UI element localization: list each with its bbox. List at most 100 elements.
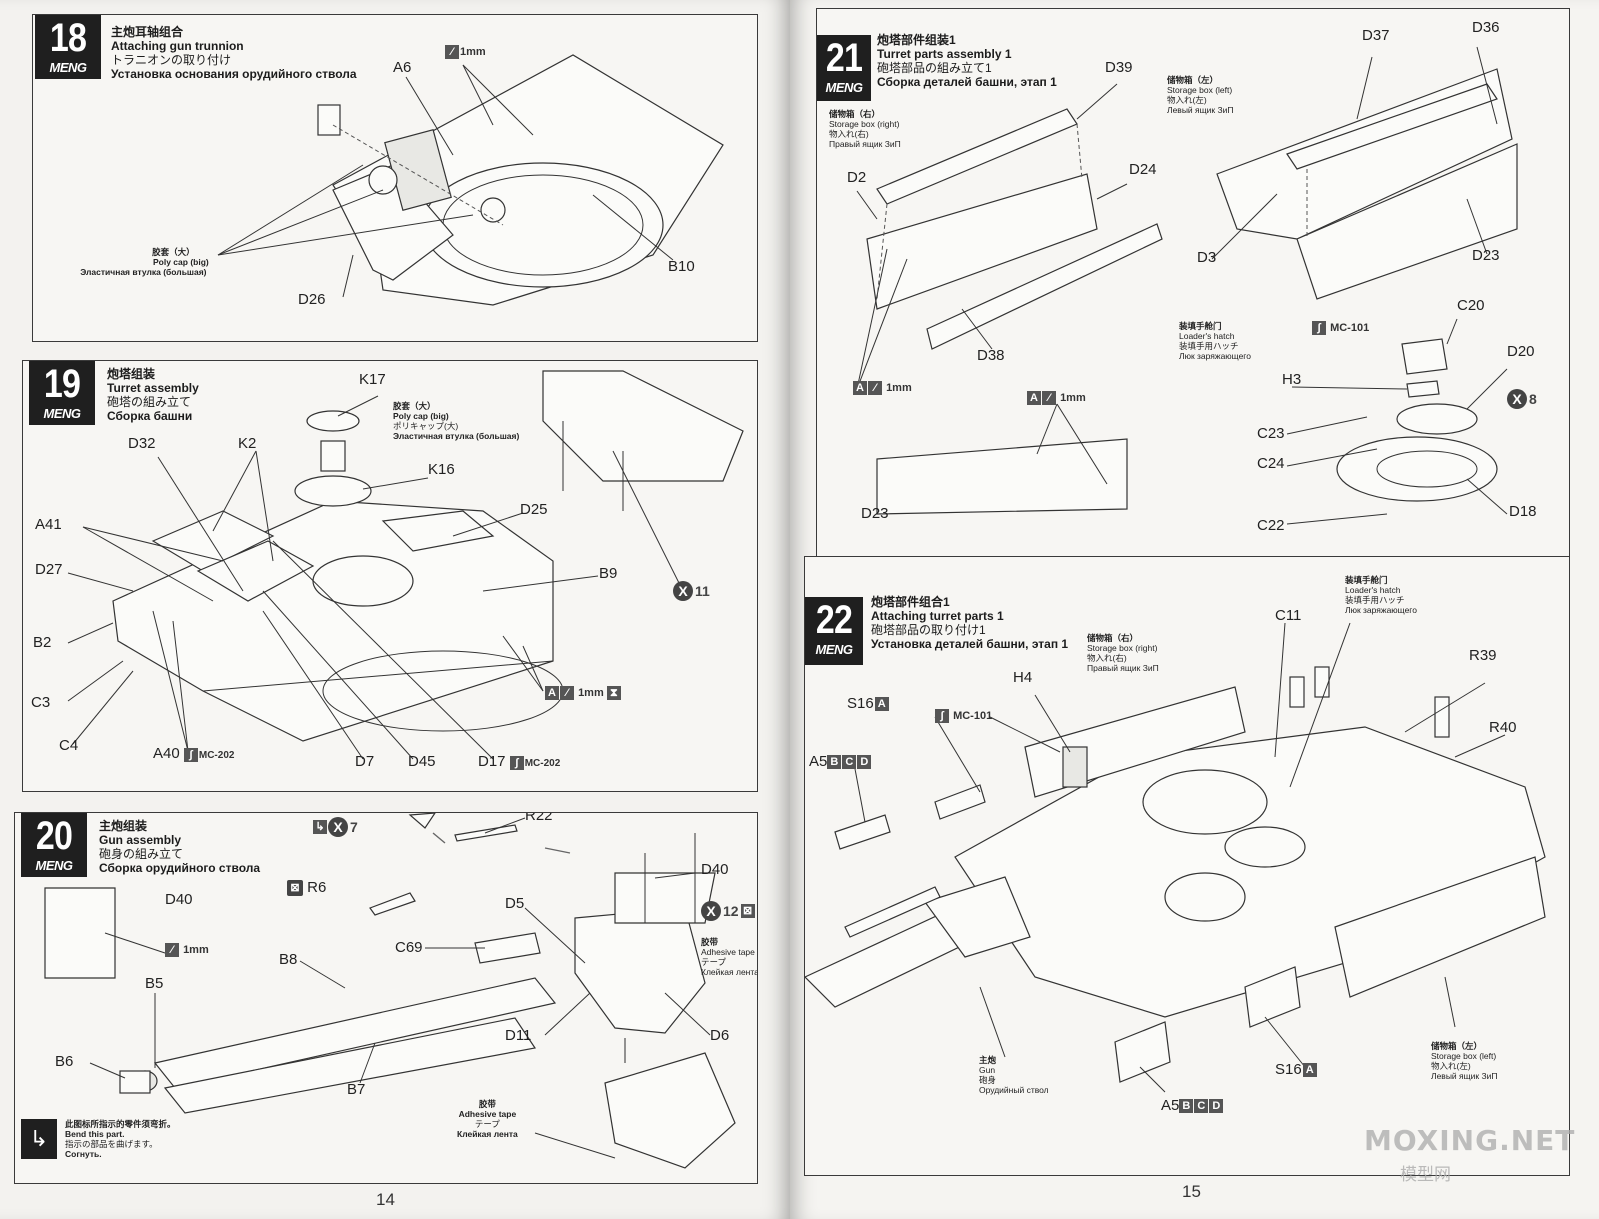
title-jp: 砲塔部品の組み立て1: [877, 61, 992, 75]
part-label-d45: D45: [408, 753, 436, 770]
title-en: Attaching gun trunnion: [111, 39, 244, 53]
loaders-hatch-note: 装填手舱门 Loader's hatch 装填手用ハッチ Люк заряжаю…: [1179, 321, 1251, 361]
adhesive-tape-note-2: 胶带 Adhesive tape テープ Клейкая лента: [457, 1099, 518, 1139]
drill-hole-marker: A⁄ 1mm ⧗: [545, 686, 622, 700]
glue-icon: ∫: [1312, 321, 1326, 335]
drill-hole-marker: ⁄1mm: [445, 45, 486, 59]
quantity-x-icon: X: [328, 817, 348, 837]
step-number: 20: [35, 814, 73, 858]
step-20-illustration: [44, 813, 736, 1169]
step-21-titles: 炮塔部件组装1 Turret parts assembly 1 砲塔部品の組み立…: [877, 33, 1057, 89]
drill-icon: ⁄: [1042, 391, 1056, 405]
part-label-c11: C11: [1275, 607, 1302, 624]
part-label-b8: B8: [279, 951, 298, 968]
title-en: Turret parts assembly 1: [877, 47, 1012, 61]
storage-box-left-note: 储物箱（左） Storage box (left) 物入れ(左) Левый я…: [1167, 75, 1234, 115]
quantity-x-icon: X: [1507, 389, 1527, 409]
watermark-sub: 模型网: [1400, 1165, 1451, 1184]
loaders-hatch-note: 装填手舱门 Loader's hatch 装填手用ハッチ Люк заряжаю…: [1345, 575, 1417, 615]
part-label-k17: K17: [359, 371, 386, 388]
left-page: 18 MENG 主炮耳轴组合 Attaching gun trunnion トラ…: [0, 0, 790, 1219]
part-label-b5: B5: [145, 975, 164, 992]
part-label-d6: D6: [710, 1027, 730, 1044]
part-label-b9: B9: [599, 565, 618, 582]
step-19-panel: 19 MENG 炮塔组装 Turret assembly 砲塔の組み立て Сбо…: [22, 360, 758, 792]
part-label-d24: D24: [1129, 161, 1157, 178]
storage-box-left-note: 储物箱（左） Storage box (left) 物入れ(左) Левый я…: [1431, 1041, 1498, 1081]
part-label-d20: D20: [1507, 343, 1535, 360]
drill-hole-marker: ⁄ 1mm: [165, 943, 209, 957]
part-label-d32: D32: [128, 435, 156, 452]
part-label-r39: R39: [1469, 647, 1497, 664]
part-label-d26: D26: [298, 291, 326, 308]
page-number-left: 14: [376, 1190, 395, 1209]
step-20-titles: 主炮组装 Gun assembly 砲身の組み立て Сборка орудийн…: [99, 819, 260, 875]
title-jp: トラニオンの取り付け: [111, 53, 232, 67]
part-label-d17: D17 ∫MC-202: [478, 753, 561, 771]
part-label-r6: ⊠ R6: [287, 879, 326, 897]
part-label-d2: D2: [847, 169, 867, 186]
drill-hole-marker-2: A⁄ 1mm: [1027, 391, 1086, 405]
part-label-d37: D37: [1362, 27, 1390, 44]
glue-icon: ∫: [183, 748, 198, 763]
part-label-c3: C3: [31, 694, 51, 711]
brand-logo: MENG: [35, 858, 74, 873]
step-22-titles: 炮塔部件组合1 Attaching turret parts 1 砲塔部品の取り…: [871, 595, 1068, 651]
title-ru: Сборка деталей башни, этап 1: [877, 75, 1057, 89]
part-label-a6: A6: [393, 59, 412, 76]
title-ru: Установка деталей башни, этап 1: [871, 637, 1069, 651]
no-glue-icon: ⊠: [287, 880, 303, 897]
bend-icon: ↳: [313, 820, 327, 834]
title-en: Attaching turret parts 1: [871, 609, 1004, 623]
step-20-panel: 20 MENG 主炮组装 Gun assembly 砲身の組み立て Сборка…: [14, 812, 758, 1184]
step-22-illustration: [805, 622, 1546, 1093]
drill-icon: ⁄: [165, 943, 179, 957]
part-label-d40b: D40: [701, 861, 729, 878]
title-jp: 砲塔の組み立て: [107, 395, 192, 409]
part-label-d25: D25: [520, 501, 548, 518]
bend-legend-text: 此图标所指示的零件须弯折。 Bend this part. 指示の部品を曲げます…: [65, 1119, 176, 1159]
part-label-c20: C20: [1457, 297, 1485, 314]
step-21-badge: 21 MENG: [817, 35, 871, 101]
glue-icon: ∫: [935, 709, 949, 723]
part-label-d36: D36: [1472, 19, 1500, 36]
title-jp: 砲塔部品の取り付け1: [871, 623, 986, 637]
drill-icon: ⁄: [868, 381, 882, 395]
no-glue-icon: ⊠: [740, 904, 755, 918]
title-cn: 主炮组装: [99, 819, 148, 833]
quantity-x-icon: X: [673, 581, 693, 601]
title-jp: 砲身の組み立て: [99, 847, 184, 861]
brand-logo: MENG: [815, 642, 854, 657]
part-label-a40: A40 ∫MC-202: [153, 745, 235, 763]
title-cn: 炮塔部件组装1: [877, 33, 956, 47]
part-label-a41: A41: [35, 516, 62, 533]
bend-legend-icon: ↳: [21, 1119, 57, 1159]
step-20-badge: 20 MENG: [21, 813, 87, 877]
part-label-d18: D18: [1509, 503, 1537, 520]
step-19-badge: 19 MENG: [29, 361, 95, 425]
part-label-d40: D40: [165, 891, 193, 908]
gun-note: 主炮 Gun 砲身 Орудийный ствол: [979, 1055, 1049, 1095]
part-label-h3: H3: [1282, 371, 1302, 388]
step-number: 19: [43, 362, 81, 406]
glue-marker: ∫ MC-101: [1312, 321, 1369, 335]
title-ru: Установка основания орудийного ствола: [111, 67, 357, 81]
poly-cap-note: 胶套（大） Poly cap (big) Эластичная втулка (…: [80, 247, 209, 277]
part-label-c69: C69: [395, 939, 423, 956]
part-label-b7: B7: [347, 1081, 366, 1098]
title-en: Gun assembly: [99, 833, 182, 847]
part-label-c4: C4: [59, 737, 79, 754]
quantity-x-icon: X: [701, 901, 721, 921]
part-label-c22: C22: [1257, 517, 1285, 534]
title-en: Turret assembly: [107, 381, 199, 395]
glue-icon: ∫: [509, 756, 524, 771]
adhesive-tape-note: 胶带 Adhesive tape テープ Клейкая лента: [701, 937, 758, 977]
step-19-titles: 炮塔组装 Turret assembly 砲塔の組み立て Сборка башн…: [107, 367, 199, 423]
page-number-right: 15: [1182, 1182, 1201, 1201]
